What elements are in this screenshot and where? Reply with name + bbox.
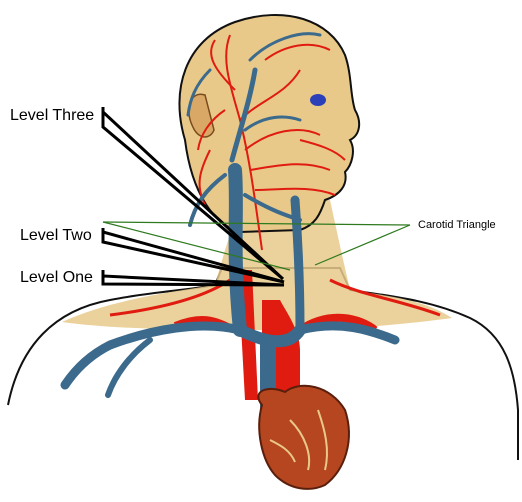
eye-icon — [310, 94, 326, 106]
level-two-label: Level Two — [20, 228, 92, 244]
level-three-label: Level Three — [10, 108, 94, 124]
heart — [258, 386, 349, 489]
carotid-triangle-label: Carotid Triangle — [418, 220, 496, 231]
level-one-label: Level One — [20, 270, 93, 286]
head — [179, 15, 359, 232]
